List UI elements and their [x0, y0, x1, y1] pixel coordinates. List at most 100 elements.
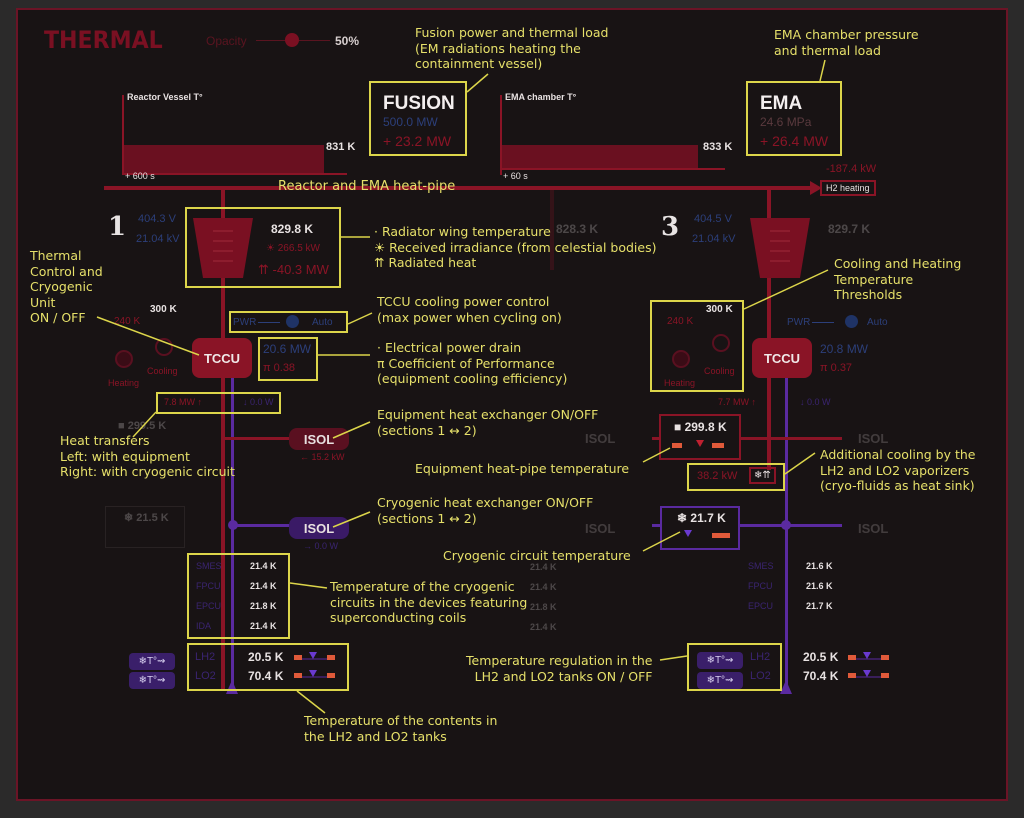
leader-line [659, 655, 688, 661]
chart-area [124, 145, 324, 173]
transfer-right: ↓ 0.0 W [800, 397, 831, 407]
annotation-line: Unit [30, 294, 56, 310]
annotation-line: (sections 1 ↔ 2) [377, 422, 477, 438]
page-title: THERMAL [44, 26, 163, 54]
tccu-power-control [229, 311, 348, 333]
annotation-line: (sections 1 ↔ 2) [377, 510, 477, 526]
fusion-load: + 23.2 MW [383, 133, 452, 149]
equip-isol-button[interactable]: ISOL [289, 428, 349, 450]
equip-branch [652, 437, 842, 440]
heating-toggle[interactable] [115, 350, 133, 368]
section1-equipment-pipe [221, 190, 225, 690]
device-temp: 21.4 K [530, 582, 557, 592]
equip-temp: ■ 299.8 K [674, 420, 727, 434]
ema-load: + 26.4 MW [760, 133, 829, 149]
section2-radiator-temp: 828.3 K [556, 222, 599, 236]
leader-line [819, 59, 826, 82]
annotation-line: Temperature of the cryogenic [330, 579, 515, 594]
tank-temp: 70.4 K [803, 669, 839, 683]
equip-isol-button[interactable]: ISOL [858, 431, 889, 446]
annotation-line: Equipment heat-pipe temperature [415, 461, 630, 476]
heating-label: Heating [108, 378, 140, 388]
device-name: SMES [196, 561, 222, 571]
device-temp: 21.8 K [530, 602, 557, 612]
equip-temp-indicator [672, 440, 724, 448]
leader-line [642, 531, 681, 552]
power-slider-handle[interactable] [286, 315, 299, 328]
tccu-toggle-button[interactable]: TCCU [752, 338, 812, 378]
tank-regulation-box [687, 643, 782, 691]
annotation-line: Additional cooling by the [820, 447, 976, 462]
chart-label: EMA chamber T° [505, 92, 577, 102]
section2-pipe [550, 190, 554, 270]
annotation-line: ON / OFF [30, 310, 86, 325]
annotation-line: Cryogenic heat exchanger ON/OFF [377, 495, 594, 510]
transfer-left: 7.8 MW ↑ [164, 397, 203, 407]
section2-equip-isol[interactable]: ISOL [585, 431, 616, 446]
chart-y-axis [122, 95, 124, 175]
annotation-line: Thermal [30, 248, 82, 263]
section1-voltage: 404.3 V [138, 213, 176, 225]
annotation-line: Temperature of the contents in [304, 713, 498, 728]
tank-temp: 70.4 K [248, 669, 284, 683]
section3-cryo-pipe [785, 375, 788, 685]
power-slider-track[interactable] [258, 322, 280, 323]
opacity-label: Opacity [206, 34, 247, 48]
annotation-tccu-power: TCCU cooling power control(max power whe… [377, 294, 562, 325]
power-slider-track[interactable] [812, 322, 834, 323]
devices-box [187, 553, 290, 639]
section3-voltage: 404.5 V [694, 213, 732, 225]
cryo-branch [652, 524, 842, 527]
auto-label[interactable]: Auto [867, 317, 888, 328]
cooling-toggle[interactable] [712, 334, 730, 352]
section2-cryo-isol[interactable]: ISOL [585, 521, 616, 536]
annotation-line: · Electrical power drain [377, 340, 522, 355]
annotation-equip-pipe: Equipment heat-pipe temperature [415, 461, 629, 477]
annotation-fusion: Fusion power and thermal load(EM radiati… [415, 25, 609, 72]
annotation-line: π Coefficient of Performance [377, 355, 555, 371]
lo2-regulation-button[interactable]: ❄T°⇝ [697, 672, 743, 689]
auto-label[interactable]: Auto [312, 317, 333, 328]
chart-label: Reactor Vessel T° [127, 92, 203, 102]
lo2-regulation-button[interactable]: ❄T°⇝ [129, 672, 175, 689]
annotation-line: Fusion power and thermal load [415, 25, 609, 40]
annotation-line: Temperature [834, 271, 914, 287]
annotation-line: (cryo-fluids as heat sink) [820, 478, 975, 493]
opacity-slider-handle[interactable] [285, 33, 299, 47]
heating-toggle[interactable] [672, 350, 690, 368]
lh2-regulation-button[interactable]: ❄T°⇝ [697, 652, 743, 669]
transfer-right: ↓ 0.0 W [243, 397, 274, 407]
cryo-isol-button[interactable]: ISOL [289, 517, 349, 539]
device-temp: 21.4 K [250, 581, 277, 591]
annotation-equip-exchanger: Equipment heat exchanger ON/OFF(sections… [377, 407, 598, 438]
heat-transfers-box [156, 392, 281, 414]
cryo-temp: ❄ 21.5 K [124, 512, 169, 524]
power-slider-handle[interactable] [845, 315, 858, 328]
cryo-isol-button[interactable]: ISOL [858, 521, 889, 536]
device-name: FPCU [748, 581, 773, 591]
equip-temp-box [659, 414, 741, 460]
h2-heating-value: -187.4 kW [826, 163, 877, 175]
h2-heating-button[interactable]: H2 heating [820, 180, 876, 196]
leader-line [466, 73, 489, 93]
section3-number: 3 [661, 212, 680, 242]
annotation-line: Cooling and Heating [834, 256, 962, 271]
device-name: EPCU [748, 601, 774, 611]
annotation-line: superconducting coils [330, 610, 467, 625]
tank-name: LO2 [750, 670, 771, 682]
cryo-arrow-icon [780, 680, 792, 694]
cooling-toggle[interactable] [155, 338, 173, 356]
annotation-line: Cryogenic [30, 279, 93, 294]
tank-name: LO2 [195, 670, 216, 682]
tccu-toggle-button[interactable]: TCCU [192, 338, 252, 378]
device-temp: 21.4 K [530, 562, 557, 572]
leader-line [332, 511, 371, 528]
lh2-regulation-button[interactable]: ❄T°⇝ [129, 653, 175, 670]
annotation-line: Thresholds [834, 287, 903, 302]
tank-name: LH2 [750, 651, 771, 663]
vaporizer-toggle-button[interactable]: ❄⇈ [749, 467, 776, 484]
